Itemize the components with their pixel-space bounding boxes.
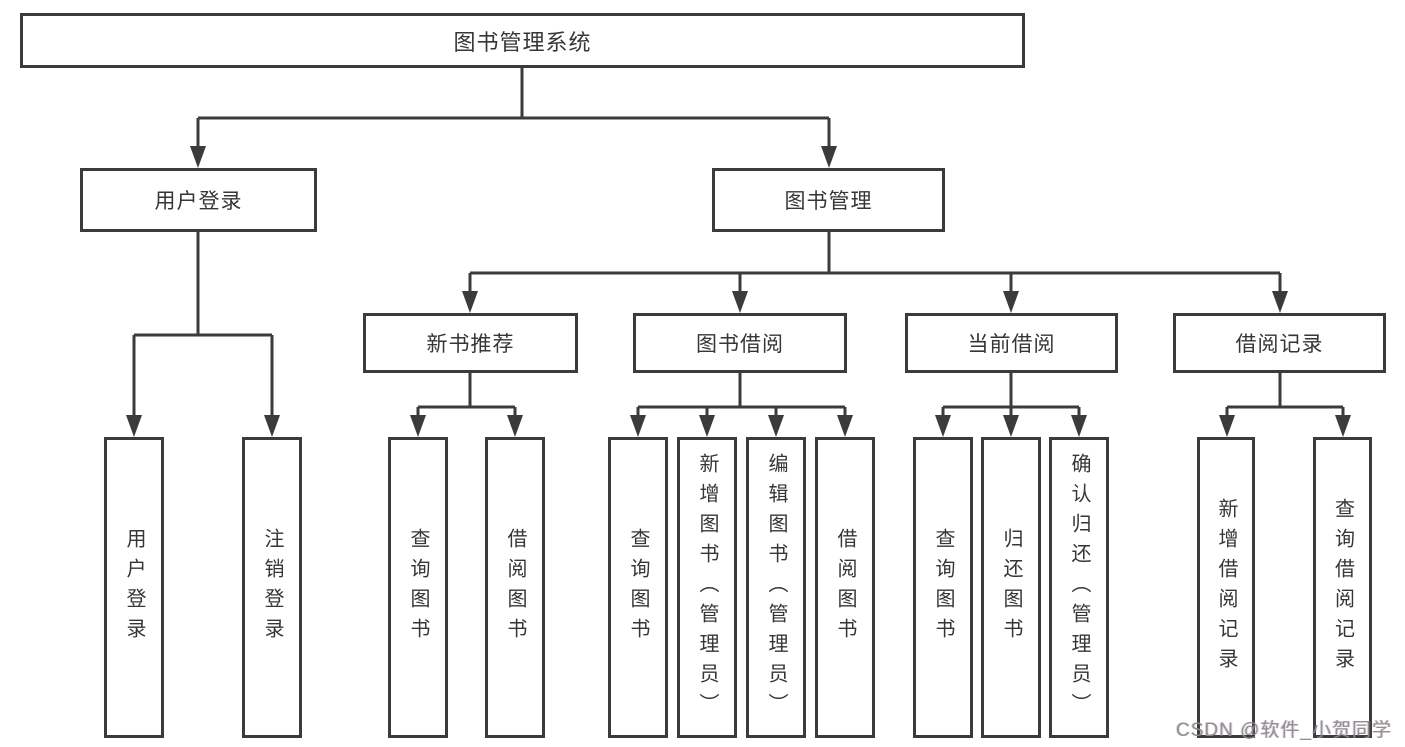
leaf-add-borrow-record: 新增借阅记录 <box>1197 437 1255 738</box>
tree-edges <box>132 68 1345 418</box>
leaf-confirm-return-admin: 确认归还（管理员） <box>1049 437 1109 738</box>
leaf-query-books-3: 查询图书 <box>913 437 973 738</box>
node-user-login: 用户登录 <box>80 168 317 232</box>
csdn-watermark: CSDN @软件_小贺同学 <box>1176 720 1392 741</box>
leaf-add-books-admin: 新增图书（管理员） <box>677 437 737 738</box>
leaf-borrow-books-2: 借阅图书 <box>815 437 875 738</box>
leaf-query-books-1: 查询图书 <box>388 437 448 738</box>
node-book-management: 图书管理 <box>712 168 945 232</box>
arrowheads <box>126 146 1351 437</box>
node-current-borrowing: 当前借阅 <box>905 313 1118 373</box>
leaf-query-borrow-record: 查询借阅记录 <box>1313 437 1372 738</box>
leaf-query-books-2: 查询图书 <box>608 437 668 738</box>
leaf-logout: 注销登录 <box>242 437 302 738</box>
node-book-borrowing: 图书借阅 <box>633 313 847 373</box>
node-borrowing-records: 借阅记录 <box>1173 313 1386 373</box>
node-new-book-recommend: 新书推荐 <box>363 313 578 373</box>
leaf-return-books: 归还图书 <box>981 437 1041 738</box>
leaf-user-login: 用户登录 <box>104 437 164 738</box>
node-root-library-system: 图书管理系统 <box>20 13 1025 68</box>
leaf-borrow-books-1: 借阅图书 <box>485 437 545 738</box>
leaf-edit-books-admin: 编辑图书（管理员） <box>746 437 806 738</box>
